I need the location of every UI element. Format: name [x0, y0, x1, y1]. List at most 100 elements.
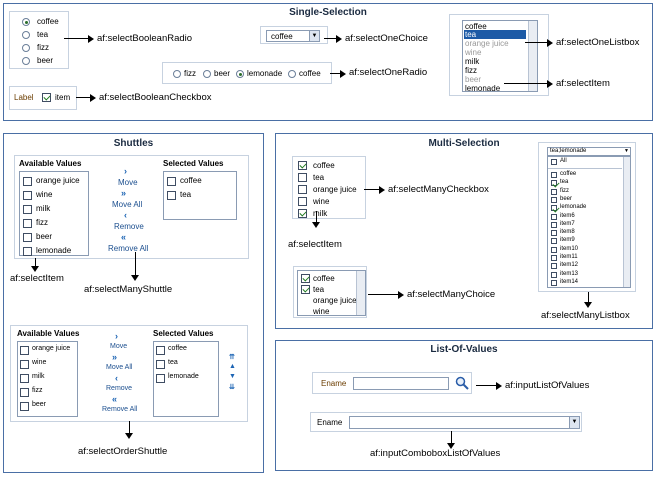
- shuttle-item-checkbox[interactable]: [23, 205, 32, 214]
- shuttle-item-checkbox[interactable]: [20, 388, 29, 397]
- one-choice-select[interactable]: coffee ▼: [266, 30, 320, 42]
- selected-list[interactable]: coffee tea: [163, 171, 237, 220]
- many-listbox-item-checkbox[interactable]: [551, 205, 557, 212]
- move-icon[interactable]: ›: [115, 331, 118, 341]
- move-up-icon[interactable]: ▲: [229, 363, 236, 370]
- multi-item-checkbox[interactable]: [298, 173, 307, 182]
- listbox-scrollbar[interactable]: [528, 21, 537, 91]
- shuttle-item[interactable]: coffee: [180, 176, 202, 185]
- multi-item-checkbox[interactable]: [298, 209, 307, 218]
- listbox-item[interactable]: lemonade: [465, 84, 501, 93]
- move-all-button[interactable]: Move All: [112, 200, 143, 209]
- order-available-list[interactable]: orange juice wine milk fizz beer: [17, 341, 78, 417]
- many-listbox-item[interactable]: item7: [560, 220, 575, 227]
- radio-fizz[interactable]: [173, 70, 181, 78]
- ename-input[interactable]: [353, 377, 449, 390]
- radio-tea[interactable]: [22, 31, 30, 39]
- many-listbox-item-checkbox[interactable]: [551, 263, 557, 270]
- multi-item-checkbox[interactable]: [298, 161, 307, 170]
- shuttle-item[interactable]: lemonade: [168, 373, 199, 380]
- remove-all-button[interactable]: Remove All: [102, 406, 138, 413]
- listbox-item[interactable]: fizz: [465, 66, 477, 75]
- shuttle-item[interactable]: milk: [36, 204, 51, 213]
- many-listbox-item[interactable]: item10: [560, 245, 579, 252]
- remove-button[interactable]: Remove: [106, 385, 133, 392]
- shuttle-item-checkbox[interactable]: [20, 360, 29, 369]
- shuttle-item[interactable]: tea: [180, 190, 192, 199]
- many-choice-list[interactable]: coffee tea orange juice wine: [297, 270, 366, 316]
- chevron-down-icon[interactable]: ▼: [624, 148, 629, 154]
- move-bottom-icon[interactable]: ⇊: [229, 384, 235, 391]
- all-checkbox[interactable]: [551, 159, 557, 165]
- shuttle-item[interactable]: coffee: [168, 345, 187, 352]
- shuttle-item-checkbox[interactable]: [156, 346, 165, 355]
- listbox-scrollbar[interactable]: [623, 157, 630, 287]
- chevron-down-icon[interactable]: ▼: [309, 31, 319, 41]
- remove-all-icon[interactable]: «: [121, 232, 127, 242]
- shuttle-item-checkbox[interactable]: [167, 177, 176, 186]
- search-icon[interactable]: [455, 376, 469, 390]
- many-listbox-item-checkbox[interactable]: [551, 255, 557, 261]
- shuttle-item[interactable]: lemonade: [36, 246, 72, 255]
- radio-beer[interactable]: [22, 57, 30, 65]
- shuttle-item-checkbox[interactable]: [23, 233, 32, 242]
- radio-coffee[interactable]: [288, 70, 296, 78]
- remove-icon[interactable]: ‹: [124, 210, 127, 220]
- move-all-icon[interactable]: »: [121, 188, 127, 198]
- many-listbox-item[interactable]: item12: [560, 262, 579, 269]
- many-listbox-item[interactable]: item8: [560, 229, 575, 236]
- shuttle-item[interactable]: orange juice: [36, 176, 80, 185]
- radio-fizz[interactable]: [22, 44, 30, 52]
- move-down-icon[interactable]: ▼: [229, 373, 236, 380]
- choice-scrollbar[interactable]: [356, 271, 365, 315]
- shuttle-item-checkbox[interactable]: [23, 177, 32, 186]
- listbox-item[interactable]: coffee: [465, 22, 487, 31]
- many-listbox-item-checkbox[interactable]: [551, 246, 557, 253]
- chevron-down-icon[interactable]: ▼: [569, 417, 579, 428]
- shuttle-item-checkbox[interactable]: [20, 402, 29, 411]
- many-listbox-item[interactable]: item13: [560, 270, 579, 277]
- move-all-button[interactable]: Move All: [106, 364, 133, 371]
- many-listbox-item[interactable]: beer: [560, 195, 573, 202]
- order-selected-list[interactable]: coffee tea lemonade: [153, 341, 219, 417]
- multi-item-checkbox[interactable]: [301, 285, 310, 294]
- listbox-item[interactable]: milk: [465, 57, 480, 66]
- many-listbox-item[interactable]: tea: [560, 179, 569, 186]
- remove-all-button[interactable]: Remove All: [108, 244, 149, 253]
- listbox-item[interactable]: beer: [465, 75, 482, 84]
- shuttle-item-checkbox[interactable]: [156, 360, 165, 369]
- shuttle-item[interactable]: wine: [32, 359, 47, 366]
- move-button[interactable]: Move: [110, 343, 128, 350]
- shuttle-item-checkbox[interactable]: [167, 191, 176, 200]
- many-listbox-item-checkbox[interactable]: [551, 230, 557, 237]
- shuttle-item[interactable]: fizz: [36, 218, 48, 227]
- many-listbox-item-checkbox[interactable]: [551, 221, 557, 228]
- many-listbox-item[interactable]: lemonade: [560, 204, 587, 211]
- move-all-icon[interactable]: »: [112, 352, 118, 362]
- many-listbox-item-checkbox[interactable]: [551, 180, 557, 187]
- move-icon[interactable]: ›: [124, 166, 127, 176]
- one-listbox[interactable]: coffee tea orange juice wine milk fizz b…: [462, 20, 538, 93]
- item-checkbox[interactable]: [42, 93, 51, 102]
- many-listbox-item-checkbox[interactable]: [551, 279, 557, 286]
- shuttle-item[interactable]: orange juice: [32, 345, 71, 352]
- multi-item-checkbox[interactable]: [301, 274, 310, 283]
- many-listbox-item-checkbox[interactable]: [551, 172, 557, 178]
- shuttle-item-checkbox[interactable]: [23, 191, 32, 200]
- shuttle-item[interactable]: beer: [36, 232, 53, 241]
- shuttle-item[interactable]: milk: [32, 373, 45, 380]
- shuttle-item[interactable]: wine: [36, 190, 53, 199]
- multi-item-checkbox[interactable]: [298, 197, 307, 206]
- radio-coffee[interactable]: [22, 18, 30, 26]
- radio-lemonade[interactable]: [236, 70, 244, 78]
- shuttle-item-checkbox[interactable]: [23, 247, 32, 256]
- many-listbox-item[interactable]: item6: [560, 212, 575, 219]
- shuttle-item-checkbox[interactable]: [20, 374, 29, 383]
- many-listbox-item[interactable]: coffee: [560, 171, 577, 177]
- remove-button[interactable]: Remove: [114, 222, 144, 231]
- listbox-item-selected[interactable]: tea: [464, 30, 526, 39]
- many-listbox-item-checkbox[interactable]: [551, 213, 557, 220]
- many-listbox-item-checkbox[interactable]: [551, 196, 557, 203]
- shuttle-item-checkbox[interactable]: [23, 219, 32, 228]
